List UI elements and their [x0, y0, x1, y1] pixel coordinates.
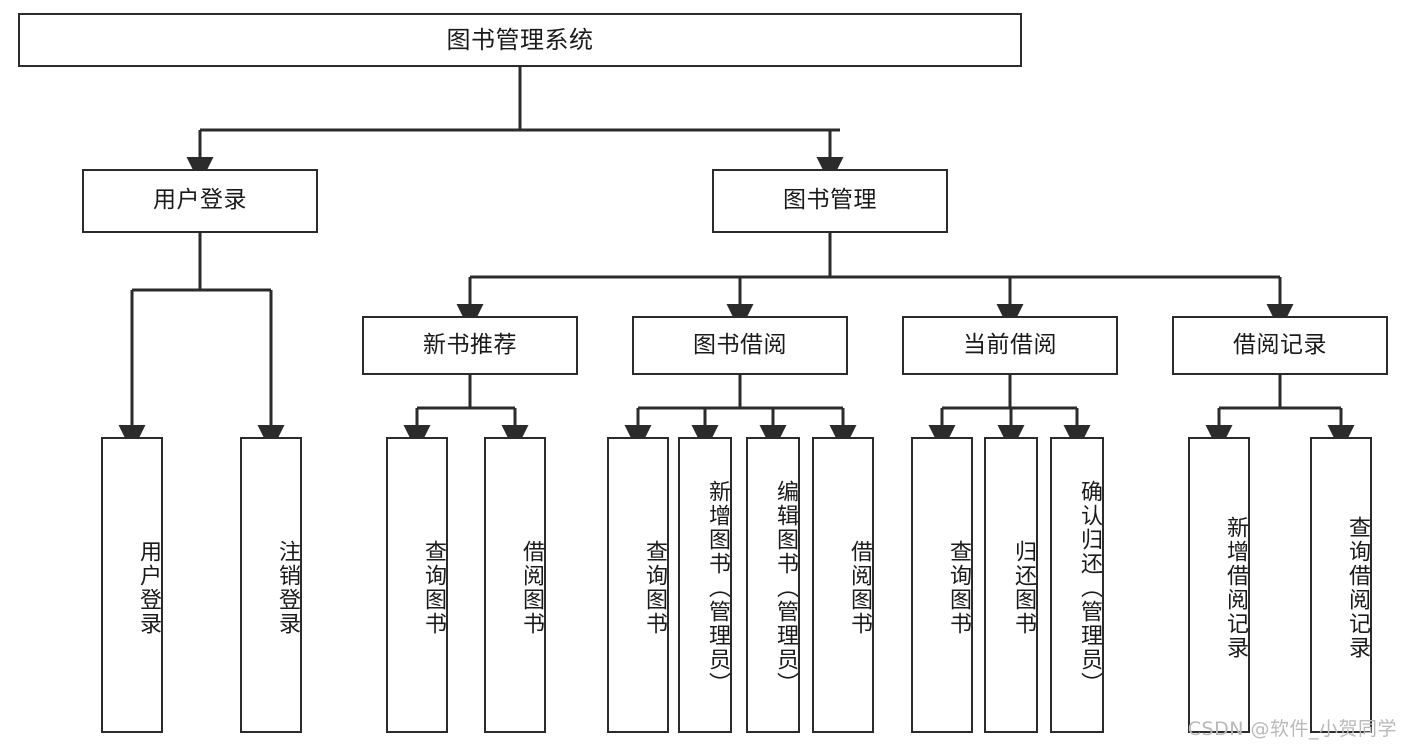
node-leaf-borrow-book[interactable]: 借阅图书: [812, 437, 874, 733]
node-leaf-add-borrow-record[interactable]: 新增借阅记录: [1188, 437, 1250, 733]
node-label: 查询图书: [421, 540, 446, 636]
node-label: 归还图书: [1011, 540, 1036, 636]
node-leaf-borrow-books-recommend[interactable]: 借阅图书: [484, 437, 546, 733]
node-label: 新增图书（管理员）: [705, 480, 730, 696]
node-borrow-record[interactable]: 借阅记录: [1172, 316, 1388, 375]
node-label: 查询图书: [946, 540, 971, 636]
node-book-borrow[interactable]: 图书借阅: [632, 316, 848, 375]
node-label: 用户登录: [153, 187, 247, 214]
node-label: 新书推荐: [423, 331, 517, 358]
node-label: 注销登录: [275, 540, 300, 636]
node-label: 图书管理系统: [446, 25, 594, 54]
node-label: 图书借阅: [693, 331, 787, 358]
node-new-book-recommend[interactable]: 新书推荐: [362, 316, 578, 375]
node-leaf-add-book-admin[interactable]: 新增图书（管理员）: [678, 437, 732, 733]
node-label: 编辑图书（管理员）: [773, 480, 798, 696]
node-label: 当前借阅: [963, 331, 1057, 358]
node-leaf-query-books-recommend[interactable]: 查询图书: [386, 437, 448, 733]
node-leaf-user-login[interactable]: 用户登录: [101, 437, 163, 733]
node-label: 借阅图书: [519, 540, 544, 636]
node-user-login[interactable]: 用户登录: [82, 169, 318, 233]
node-label: 查询借阅记录: [1345, 516, 1370, 660]
node-leaf-query-borrow-record[interactable]: 查询借阅记录: [1310, 437, 1372, 733]
node-root-图书管理系统[interactable]: 图书管理系统: [18, 13, 1022, 67]
node-label: 查询图书: [642, 540, 667, 636]
node-leaf-edit-book-admin[interactable]: 编辑图书（管理员）: [746, 437, 800, 733]
node-label: 借阅图书: [847, 540, 872, 636]
node-label: 用户登录: [136, 540, 161, 636]
node-leaf-return-book[interactable]: 归还图书: [984, 437, 1038, 733]
node-label: 确认归还（管理员）: [1077, 480, 1102, 696]
node-leaf-query-books-borrow[interactable]: 查询图书: [607, 437, 669, 733]
node-label: 新增借阅记录: [1223, 516, 1248, 660]
node-book-management[interactable]: 图书管理: [712, 169, 948, 233]
node-current-borrow[interactable]: 当前借阅: [902, 316, 1118, 375]
csdn-watermark: CSDN @软件_小贺同学: [1187, 718, 1397, 740]
node-leaf-user-logout[interactable]: 注销登录: [240, 437, 302, 733]
node-leaf-query-books-current[interactable]: 查询图书: [911, 437, 973, 733]
node-label: 图书管理: [783, 187, 877, 214]
node-label: 借阅记录: [1233, 331, 1327, 358]
node-leaf-confirm-return-admin[interactable]: 确认归还（管理员）: [1050, 437, 1104, 733]
